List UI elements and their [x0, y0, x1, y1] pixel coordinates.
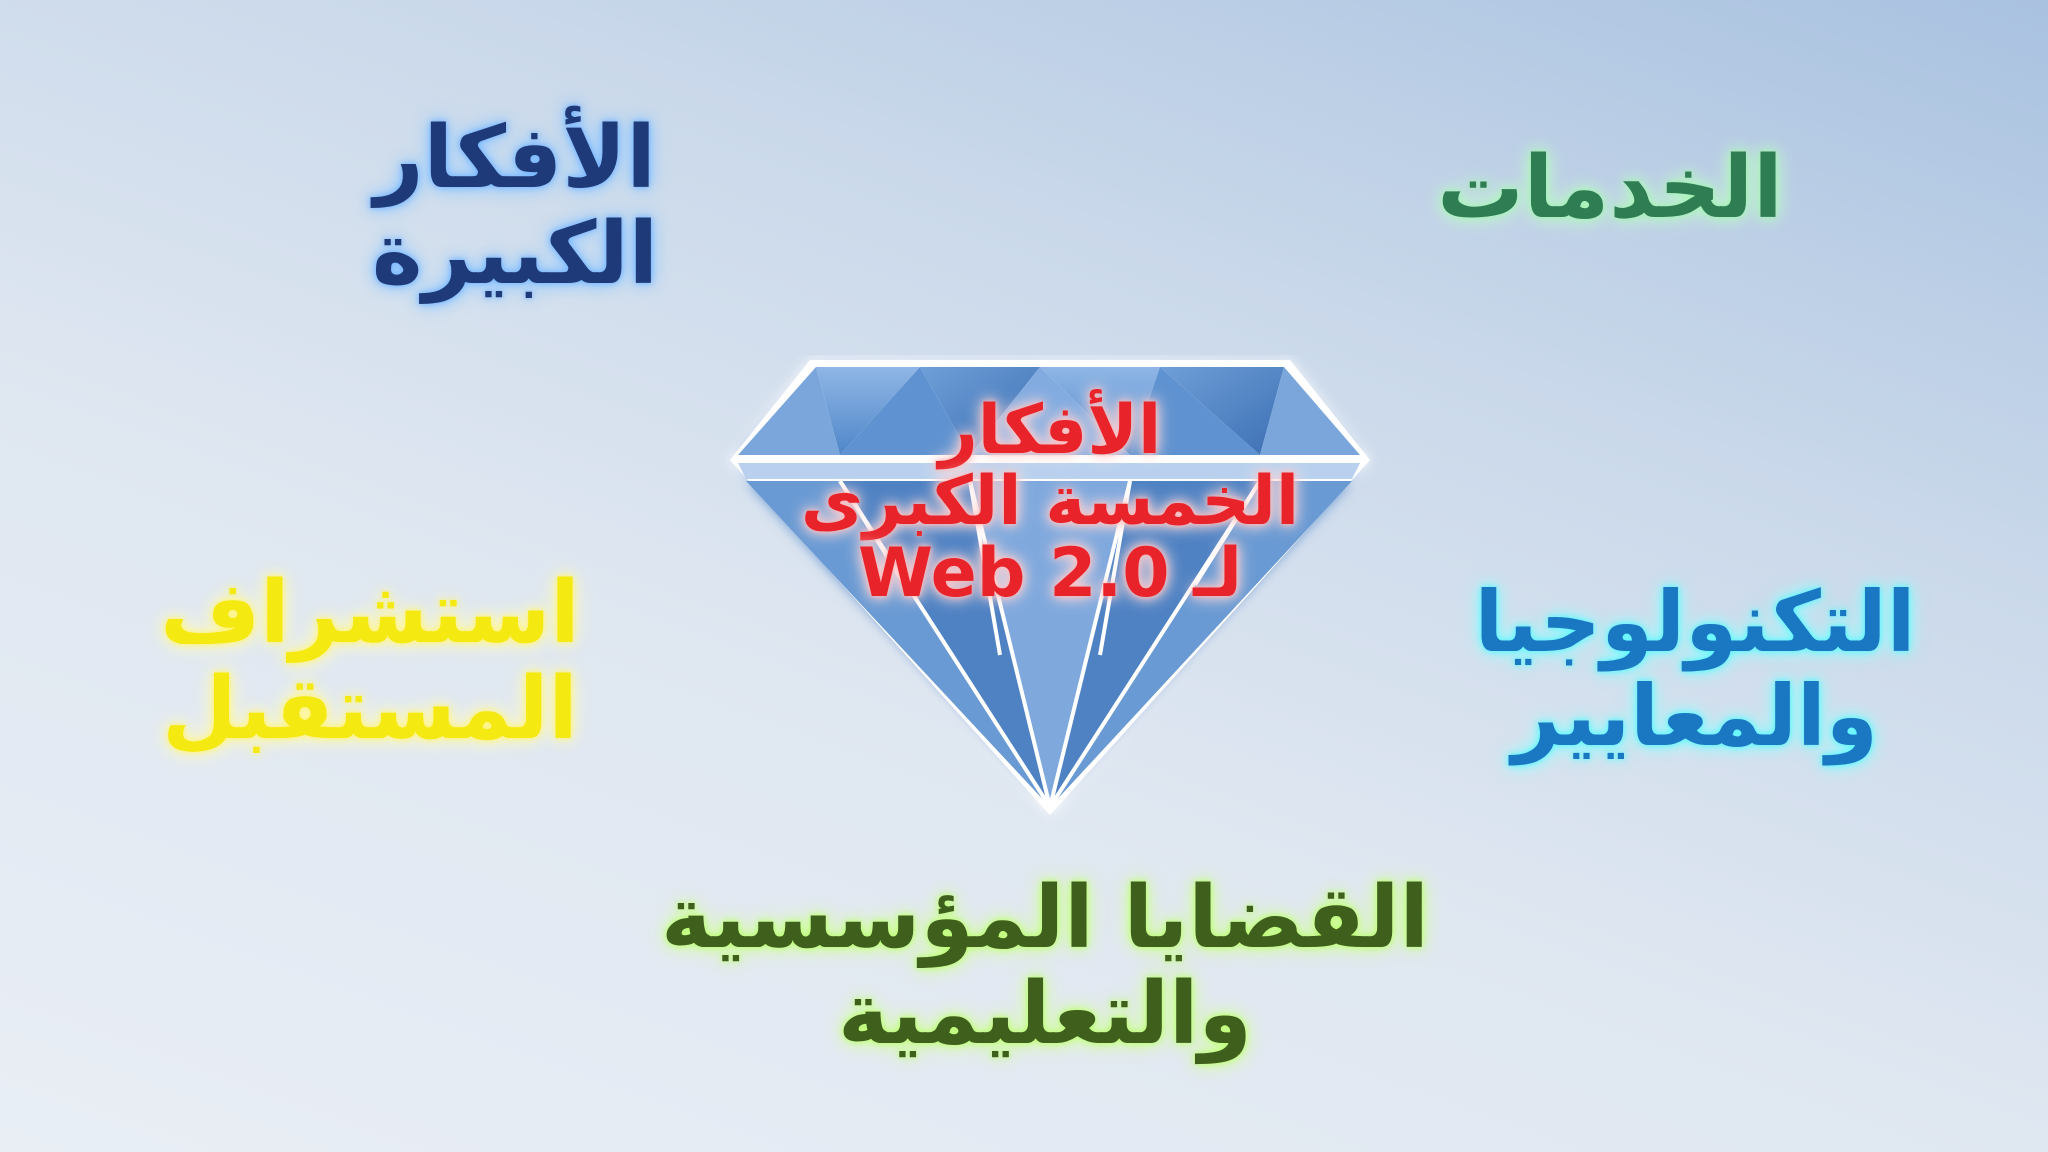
center-title-line-3: لـ Web 2.0	[858, 533, 1242, 613]
diamond-icon	[730, 360, 1370, 815]
center-title: الأفكار الخمسة الكبرى لـ Web 2.0	[700, 391, 1400, 613]
big-ideas-line-1: الأفكار	[374, 108, 656, 208]
issues-line-2: والتعليمية	[837, 964, 1252, 1065]
tech-line-1: التكنولوجيا	[1474, 573, 1916, 671]
future-label: استشراف المستقبل	[110, 565, 630, 758]
tech-label: التكنولوجيا والمعايير	[1460, 575, 1930, 763]
services-label: الخدمات	[1400, 138, 1820, 238]
big-ideas-line-2: الكبيرة	[371, 204, 659, 305]
big-ideas-label: الأفكار الكبيرة	[330, 110, 700, 303]
center-title-line-2: الخمسة الكبرى	[800, 462, 1300, 542]
center-title-line-1: الأفكار	[938, 391, 1162, 470]
tech-line-2: والمعايير	[1512, 667, 1878, 766]
issues-label: القضايا المؤسسية والتعليمية	[600, 870, 1490, 1063]
future-line-2: المستقبل	[162, 659, 578, 760]
future-line-1: استشراف	[160, 563, 580, 663]
issues-line-1: القضايا المؤسسية	[661, 868, 1429, 968]
services-line-1: الخدمات	[1437, 138, 1783, 238]
